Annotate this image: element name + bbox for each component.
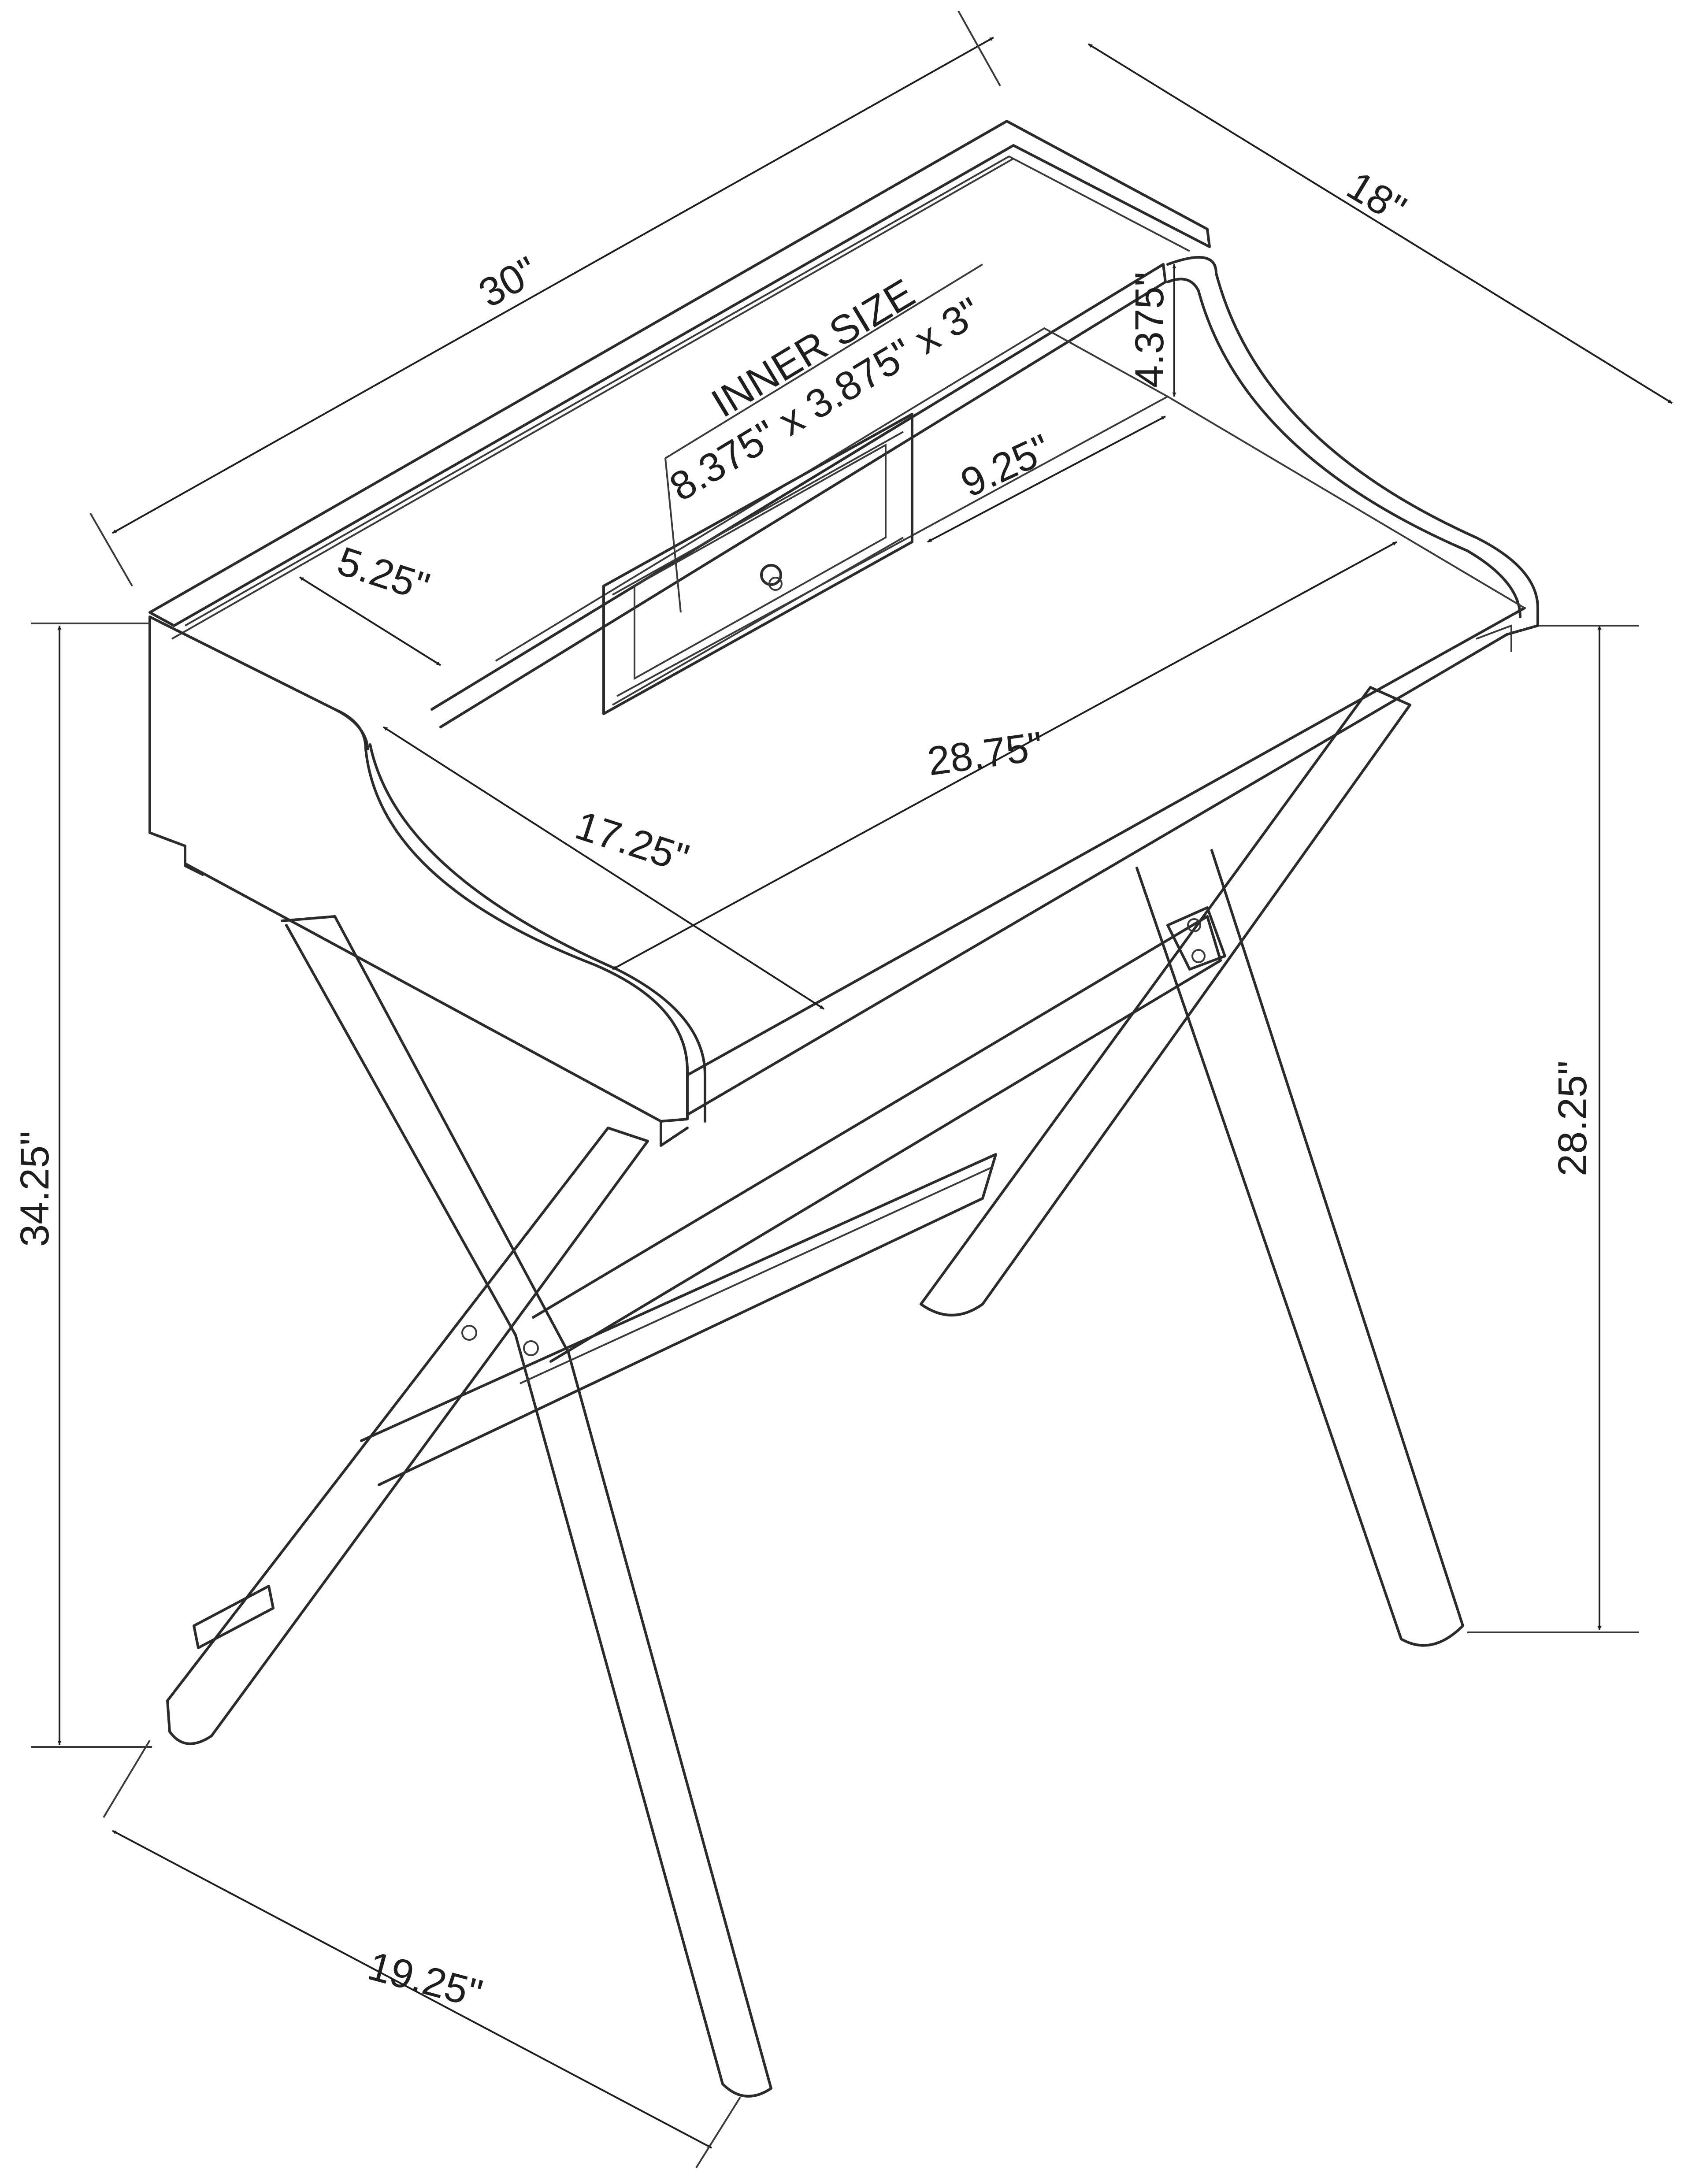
dim-leg-depth-label: 19.25" [364, 1943, 487, 2017]
dim-depth-top-label: 18" [1340, 163, 1414, 232]
bolt-bottom [1191, 949, 1206, 963]
desk-front-edge-lower [686, 633, 1508, 1116]
dim-width-top-ext-left [89, 513, 133, 586]
bolt-left [461, 1325, 477, 1341]
drawer-bevel [612, 431, 904, 706]
dim-desk-depth-line [382, 726, 825, 1010]
leg-front-right-top [285, 915, 570, 1354]
back-right-foot-cap [1476, 624, 1512, 652]
left-curved-side-inner [369, 743, 706, 1123]
dim-shelf-height-label: 4.375" [1127, 272, 1172, 388]
leg-bracket [1166, 906, 1226, 971]
leg-front-left-upper [281, 915, 336, 922]
dim-leg-depth-line [112, 1830, 712, 2149]
dim-left-shelf-label: 5.25" [332, 538, 435, 610]
dim-depth-top-line [1087, 43, 1673, 404]
left-side-box [148, 616, 204, 876]
dim-width-top-line [112, 37, 994, 534]
right-curved-side-inner [1166, 278, 1521, 618]
leg-front-left [166, 1127, 649, 1745]
dim-right-opening-label: 9.25" [954, 426, 1058, 506]
leg-front-right [514, 1334, 772, 2098]
dim-desk-height-label: 28.25" [1550, 1060, 1595, 1176]
crossbar-lower-inner [519, 1167, 992, 1384]
dim-overall-height-label: 34.25" [12, 1131, 57, 1247]
dim-right-opening-line [927, 415, 1166, 543]
drawer-knob [760, 564, 782, 586]
dim-desk-depth-label: 17.25" [570, 803, 694, 881]
inner-size-leader [664, 263, 983, 459]
crossbar-front [532, 915, 1222, 1363]
leg-back-diagonal [920, 686, 1411, 1316]
dim-width-top-label: 30" [471, 248, 545, 316]
left-box-top [148, 616, 369, 750]
dimension-lines: 30" 18" INNER SIZE 8.375" x 3.875" x 3" … [12, 11, 1673, 2169]
desk-drawing [148, 120, 1539, 2098]
desk-front-edge [686, 607, 1526, 1076]
bolt-left-2 [523, 1340, 539, 1356]
hutch-shelf-edge [171, 158, 1014, 640]
dim-width-top-ext-right [957, 11, 1001, 86]
leg-back-right [1135, 849, 1464, 1647]
dim-leg-depth-ext-right [695, 2096, 741, 2169]
dim-leg-depth-ext-left [103, 1739, 151, 1818]
right-curved-side [1166, 256, 1539, 636]
crossbar-lower [360, 1153, 997, 1486]
dim-left-shelf-line [299, 576, 442, 666]
dim-desk-width-label: 28.75" [925, 723, 1046, 784]
back-left-foot [193, 1585, 275, 1649]
